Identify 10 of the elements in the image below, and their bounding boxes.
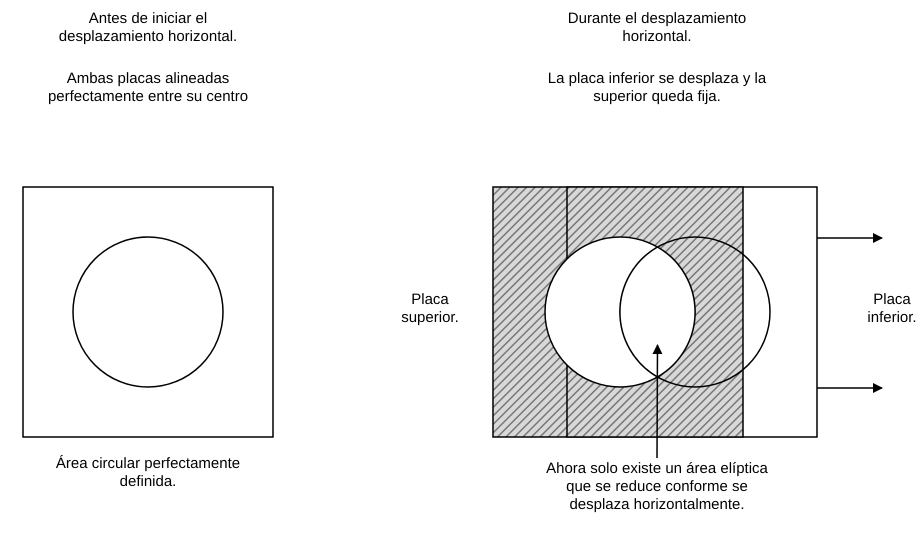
plate-label: Placa inferior. (866, 291, 918, 327)
caption-text: Área circular perfectamente definida. (54, 455, 242, 491)
plate-label: Placa superior. (400, 291, 460, 327)
caption-text: Ahora solo existe un área elíptica que se reduce conforme se desplaza horizontalmente. (537, 460, 777, 514)
heading-text: Ambas placas alineadas perfectamente entre su centro (46, 70, 250, 106)
heading-text: Durante el desplazamiento horizontal. (566, 10, 748, 46)
leader-arrow (652, 344, 662, 458)
heading-text: La placa inferior se desplaza y la superior queda fija. (546, 70, 768, 106)
heading-text: Antes de iniciar el desplazamiento horizontal. (58, 10, 238, 46)
elliptical-area (619, 246, 696, 378)
